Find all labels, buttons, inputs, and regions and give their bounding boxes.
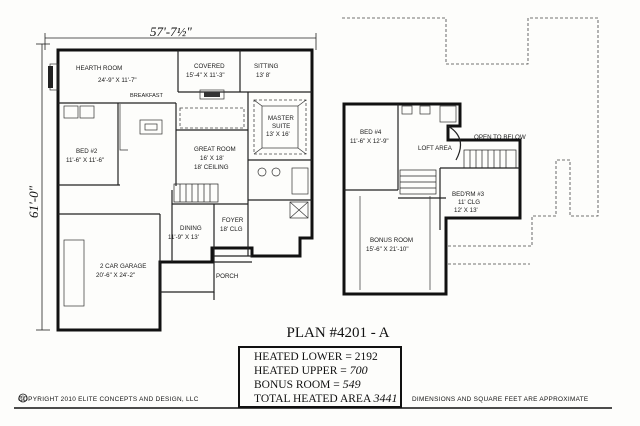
plan-title: PLAN #4201 - A — [286, 325, 390, 341]
copyright-text: COPYRIGHT 2010 ELITE CONCEPTS AND DESIGN… — [18, 396, 199, 403]
foyer-ceiling: 18' CLG — [220, 226, 243, 233]
covered-name: COVERED — [194, 63, 225, 70]
dining-size: 11'-9" X 13' — [168, 234, 199, 241]
bed4-name: BED #4 — [360, 129, 382, 136]
depth-dimension-label: 61'-0" — [26, 185, 41, 218]
bed3-ceiling: 11' CLG — [458, 199, 480, 206]
hearth-room-name: HEARTH ROOM — [76, 65, 122, 72]
heated-upper-label: HEATED UPPER = — [254, 365, 347, 377]
great-room-ceiling: 18' CEILING — [194, 164, 229, 171]
bed3-size: 12' X 13' — [454, 207, 478, 214]
total-area-label: TOTAL HEATED AREA — [254, 393, 371, 405]
disclaimer-text: DIMENSIONS AND SQUARE FEET ARE APPROXIMA… — [412, 396, 589, 403]
total-area-row: TOTAL HEATED AREA 3441 — [254, 392, 400, 406]
foyer-name: FOYER — [222, 217, 244, 224]
bonus-room-name: BONUS ROOM — [370, 237, 413, 244]
heated-lower-label: HEATED LOWER = — [254, 351, 352, 363]
width-dimension-label: 57'-7½" — [150, 24, 192, 39]
area-stats-box: HEATED LOWER = 2192 HEATED UPPER = 700 B… — [238, 346, 402, 408]
porch-name: PORCH — [216, 273, 238, 280]
garage-name: 2 CAR GARAGE — [100, 263, 146, 270]
garage-size: 20'-6" X 24'-2" — [96, 272, 135, 279]
bonus-room-value: 549 — [342, 377, 361, 391]
covered-size: 15'-4" X 11'-3" — [186, 72, 225, 79]
master-suite-name-2: SUITE — [272, 123, 290, 130]
heated-lower-row: HEATED LOWER = 2192 — [254, 351, 400, 364]
width-dimension: 57'-7½" — [44, 24, 317, 50]
upper-floor — [342, 17, 599, 296]
master-suite-size: 13' X 16' — [266, 131, 290, 138]
bed3-name: BED'RM #3 — [452, 191, 485, 198]
heated-upper-row: HEATED UPPER = 700 — [254, 364, 400, 378]
bonus-room-row: BONUS ROOM = 549 — [254, 378, 400, 392]
total-area-value: 3441 — [373, 391, 398, 405]
bonus-room-label: BONUS ROOM = — [254, 379, 340, 391]
copyright-symbol: © — [21, 396, 26, 403]
depth-dimension: 61'-0" — [26, 43, 50, 331]
sitting-name: SITTING — [254, 63, 279, 70]
upper-room-labels: BED #4 11'-6" X 12'-9" LOFT AREA OPEN TO… — [350, 129, 526, 253]
heated-upper-value: 700 — [349, 363, 368, 377]
heated-lower-value: 2192 — [354, 351, 378, 363]
master-suite-name-1: MASTER — [268, 115, 294, 122]
lower-room-labels: HEARTH ROOM 24'-9" X 11'-7" BREAKFAST CO… — [66, 63, 294, 280]
lower-floor — [48, 48, 314, 332]
bed2-size: 11'-6" X 11'-6" — [66, 157, 104, 164]
hearth-room-size: 24'-9" X 11'-7" — [98, 77, 137, 84]
copyright-circle — [18, 393, 28, 403]
bed2-name: BED #2 — [76, 148, 98, 155]
dining-name: DINING — [180, 225, 202, 232]
bed4-size: 11'-6" X 12'-9" — [350, 138, 389, 145]
sitting-size: 13' 8' — [256, 72, 270, 79]
great-room-size: 16' X 18' — [200, 155, 224, 162]
great-room-name: GREAT ROOM — [194, 146, 236, 153]
breakfast-name: BREAKFAST — [130, 93, 164, 99]
open-to-below: OPEN TO BELOW — [474, 134, 526, 141]
bonus-room-size: 15'-6" X 21'-10" — [366, 246, 409, 253]
loft-name: LOFT AREA — [418, 145, 453, 152]
